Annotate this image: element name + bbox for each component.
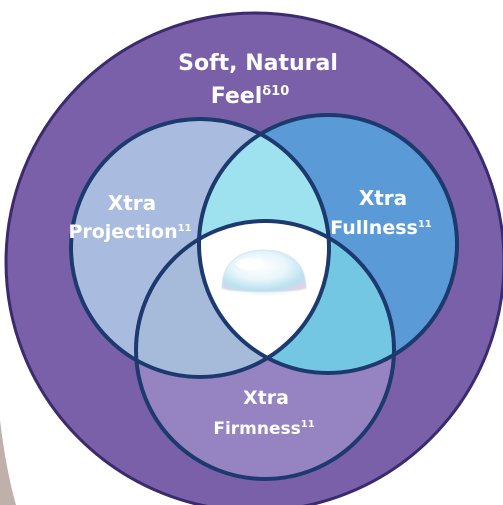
implant-icon [218,249,310,298]
corner-shadow [0,420,16,505]
firmness-label-main: Firmness [213,419,300,439]
projection-label-line1: Xtra [108,191,156,215]
fullness-label: Xtra Fullness11 [330,186,432,239]
outline-fullness [197,113,459,375]
svg-text:Feelδ10: Feelδ10 [211,84,290,109]
projection-label: Xtra Projection11 [68,191,191,243]
fullness-label-sup: 11 [418,219,432,230]
projection-label-sup: 11 [178,223,192,234]
firmness-label: Xtra Firmness11 [213,387,314,439]
firmness-label-line1: Xtra [243,387,289,409]
fullness-label-line1: Xtra [359,186,407,210]
outline-projection [69,117,331,379]
svg-text:Fullness11: Fullness11 [330,217,432,239]
outer-label-main: Feel [211,84,263,109]
outline-firmness [134,219,396,481]
firmness-label-sup: 11 [301,419,315,430]
svg-text:Firmness11: Firmness11 [213,419,314,439]
svg-text:Projection11: Projection11 [68,221,191,243]
outer-label-sup: δ10 [262,84,289,99]
outer-label: Soft, Natural Feelδ10 [178,51,338,109]
outer-label-line1: Soft, Natural [178,51,338,76]
projection-label-main: Projection [68,221,177,243]
fullness-label-main: Fullness [330,217,418,239]
